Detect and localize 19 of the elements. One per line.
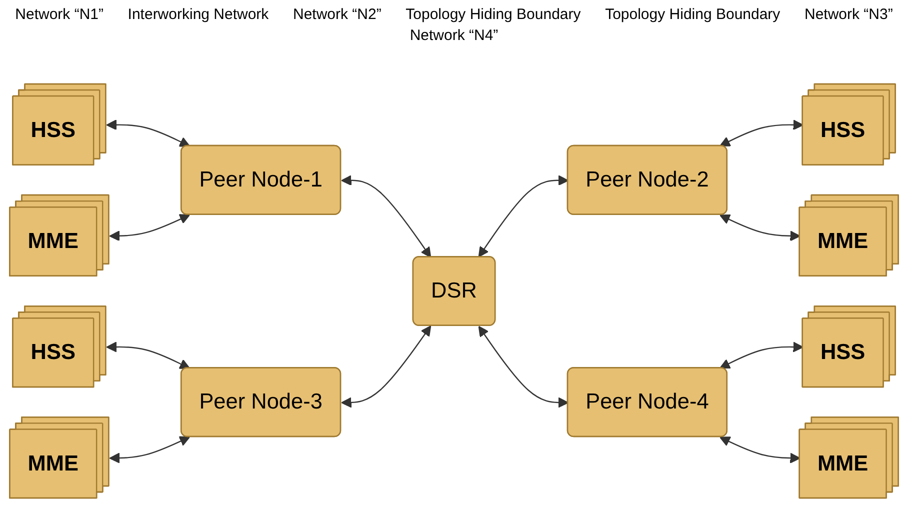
region-label: Network “N2” (292, 6, 382, 23)
arrow (106, 342, 190, 369)
arrow (341, 326, 432, 408)
arrow (720, 214, 800, 242)
arrow (341, 175, 432, 258)
region-label: Network “N3” (804, 6, 893, 23)
region-label: Network “N1” (15, 6, 104, 23)
arrow (478, 326, 569, 408)
region-label: Interworking Network (128, 6, 269, 23)
arrow (106, 120, 190, 147)
arrow (109, 214, 190, 242)
arrow (720, 436, 800, 464)
region-label: Topology Hiding Boundary (605, 6, 780, 23)
region-label: Topology Hiding Boundary (406, 6, 581, 23)
arrow (720, 120, 804, 146)
arrow (478, 175, 569, 258)
region-label: Network “N4” (410, 27, 498, 44)
arrow (109, 436, 190, 464)
arrow (720, 342, 804, 369)
